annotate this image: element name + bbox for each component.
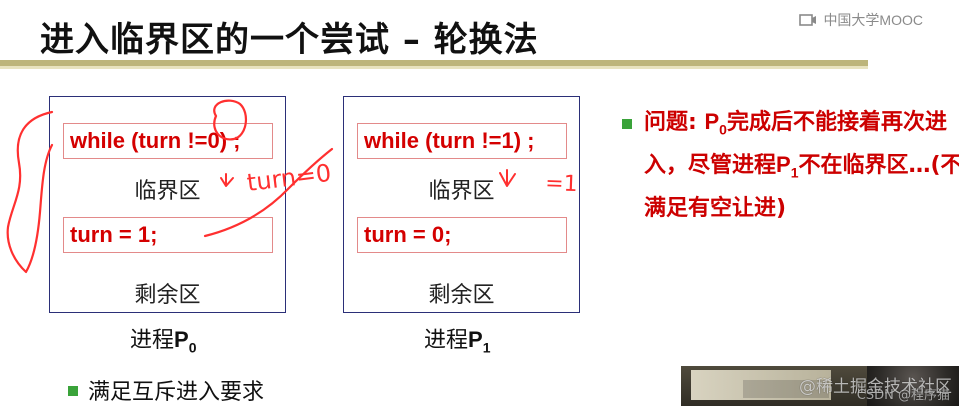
process-0-caption: 进程P0 — [130, 322, 197, 355]
process-1-exit-code: turn = 0; — [357, 217, 567, 253]
process-0-remainder-section: 剩余区 — [134, 283, 201, 308]
issue-label: 问题: — [644, 110, 705, 135]
mooc-logo-icon — [799, 14, 817, 26]
process-1-caption-index: 1 — [482, 339, 491, 356]
video-board — [691, 370, 831, 400]
brand-logo: 中国大学MOOC — [799, 10, 923, 30]
process-1-box: while (turn !=1) ; 临界区 turn = 0; 剩余区 — [343, 96, 580, 313]
process-0-caption-letter: P — [174, 327, 189, 352]
process-1-caption-letter: P — [468, 327, 483, 352]
process-0-critical-section: 临界区 — [134, 179, 201, 204]
issue-text-part-2: 不在临界区…(不满足有空让进) — [644, 153, 959, 221]
issue-p0-letter: P — [704, 109, 720, 134]
issue-note: 问题: P0完成后不能接着再次进入，尽管进程P1不在临界区…(不满足有空让进) — [644, 104, 959, 226]
left-brace-annotation — [6, 110, 54, 274]
mutual-bullet-icon — [68, 386, 78, 396]
process-1-remainder-section: 剩余区 — [428, 283, 495, 308]
brand-text: 中国大学MOOC — [823, 12, 923, 28]
process-1-caption-prefix: 进程 — [424, 328, 469, 353]
mutual-note: 满足互斥进入要求 — [88, 380, 265, 405]
process-0-caption-prefix: 进程 — [130, 328, 175, 353]
speaker-video-thumbnail — [681, 366, 959, 406]
process-1-critical-section: 临界区 — [428, 179, 495, 204]
process-0-entry-code: while (turn !=0) ; — [63, 123, 273, 159]
issue-p1-index: 1 — [790, 164, 799, 181]
process-1-caption: 进程P1 — [424, 322, 491, 355]
watermark-juejin: @稀土掘金技术社区 — [799, 377, 952, 397]
watermark-csdn: CSDN @程序猫 — [856, 388, 950, 403]
title-rule-shadow — [0, 66, 868, 69]
issue-text-part-1: 完成后不能接着再次进入，尽管进程 — [644, 110, 947, 179]
slide-title: 进入临界区的一个尝试 – 轮换法 — [40, 20, 539, 60]
process-1-entry-code: while (turn !=1) ; — [357, 123, 567, 159]
issue-p0-index: 0 — [719, 121, 727, 138]
issue-p1-letter: P — [776, 152, 791, 178]
process-0-exit-code: turn = 1; — [63, 217, 273, 253]
video-person — [867, 366, 959, 406]
process-0-caption-index: 0 — [188, 339, 197, 356]
issue-bullet-icon — [622, 119, 632, 129]
title-rule — [0, 60, 868, 66]
process-0-box: while (turn !=0) ; 临界区 turn = 1; 剩余区 — [49, 96, 286, 313]
